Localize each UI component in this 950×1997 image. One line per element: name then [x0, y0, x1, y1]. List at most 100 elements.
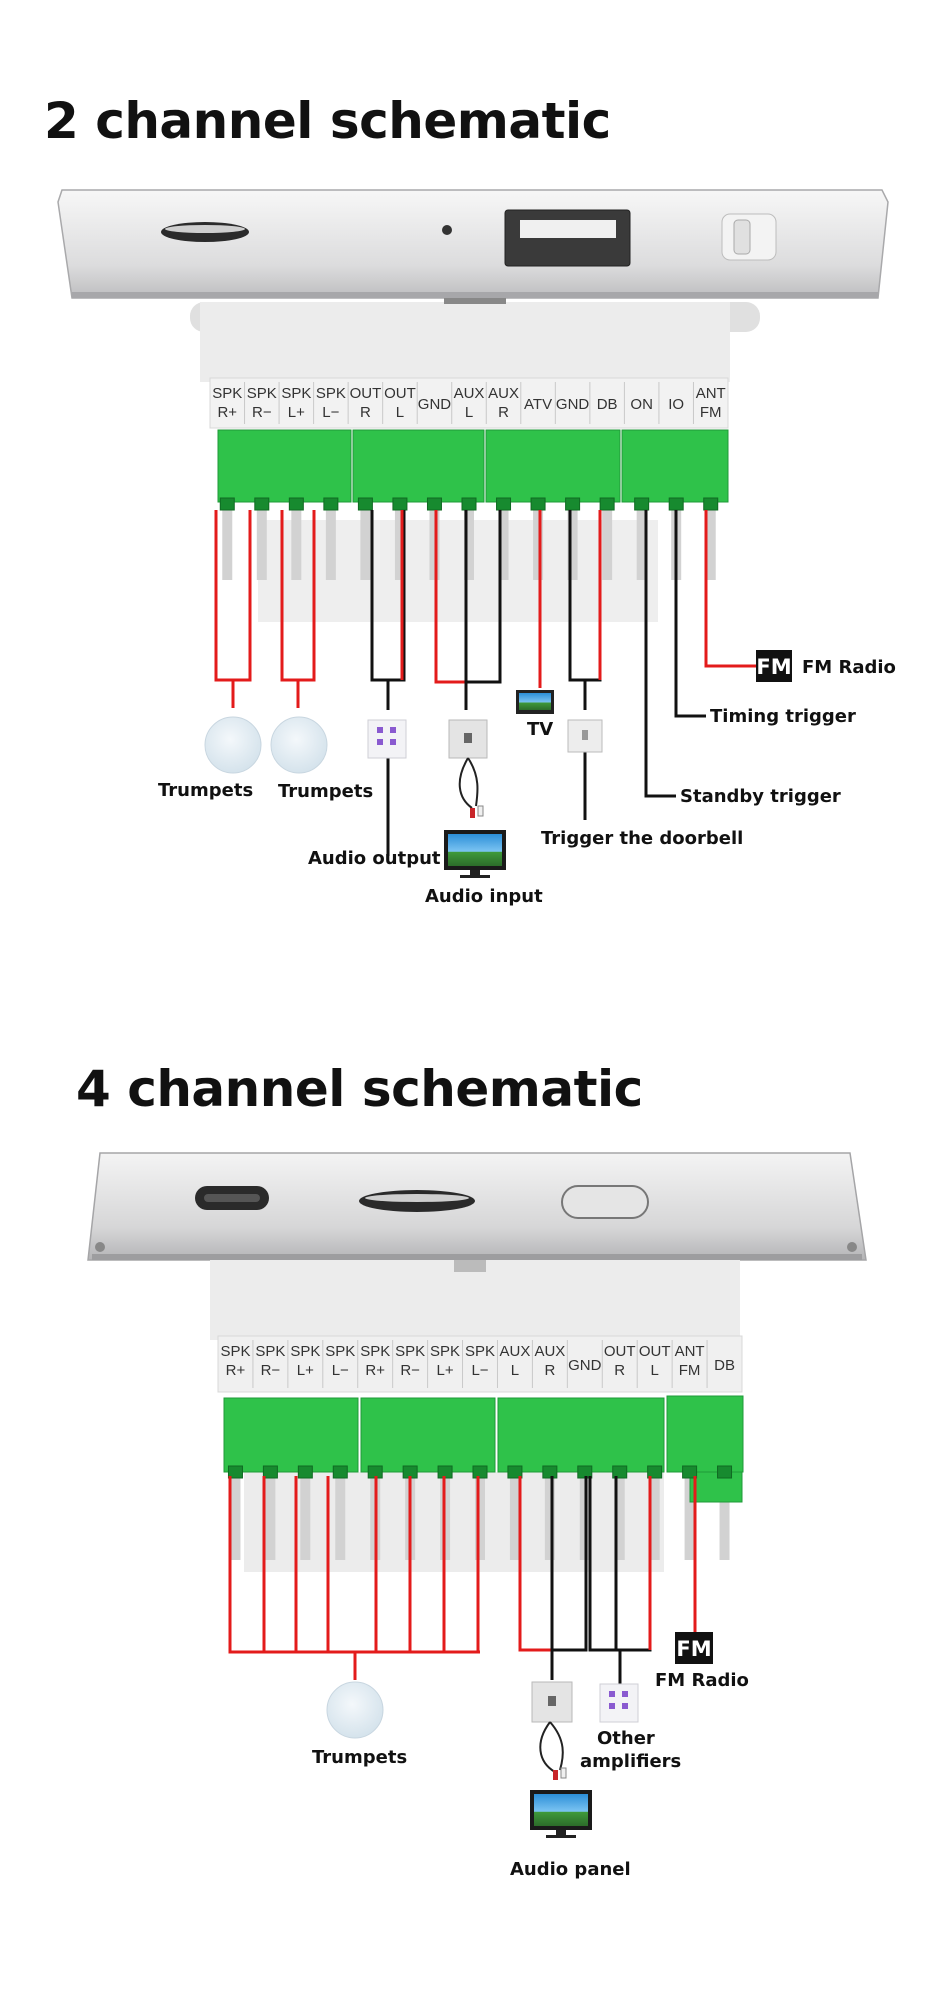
trumpets-2-label: Trumpets	[278, 781, 373, 802]
terminal-screw-hole	[668, 497, 684, 511]
power-button-icon	[561, 1185, 649, 1219]
terminal-label: R+	[365, 1362, 385, 1379]
device-panel-2ch	[57, 189, 889, 382]
terminal-label: GND	[418, 396, 452, 413]
trumpet-speaker-icon	[326, 1681, 384, 1739]
terminal-label: R+	[217, 404, 237, 421]
ir-sensor-icon	[442, 225, 452, 235]
terminal-label: R	[360, 404, 371, 421]
audio-panel-wallplate-icon	[531, 1681, 573, 1780]
terminal-label: R	[544, 1362, 555, 1379]
terminal-screw-hole	[496, 497, 512, 511]
terminal-label-strip-4ch: SPKR+SPKR−SPKL+SPKL−SPKR+SPKR−SPKL+SPKL−…	[217, 1335, 743, 1393]
terminal-label: FM	[700, 404, 722, 421]
terminal-screw-hole	[682, 1465, 698, 1479]
title-4-channel: 4 channel schematic	[76, 1060, 643, 1118]
tv-label: TV	[527, 719, 553, 740]
terminal-label: R−	[252, 404, 272, 421]
other-amplifiers-label-2: amplifiers	[580, 1751, 681, 1772]
terminal-label: AUX	[534, 1343, 565, 1360]
terminal-screw-hole	[647, 1465, 663, 1479]
audio-input-tv-icon	[444, 830, 506, 878]
terminal-screw-hole	[461, 497, 477, 511]
terminal-screw-hole	[357, 497, 373, 511]
audio-output-panel-icon	[367, 719, 407, 759]
terminal-screw-hole	[634, 497, 650, 511]
trumpets-label: Trumpets	[312, 1747, 407, 1768]
terminal-label: GND	[568, 1357, 602, 1374]
doorbell-button-icon	[567, 719, 603, 753]
fm-badge: FM	[675, 1632, 713, 1664]
title-2-channel: 2 channel schematic	[44, 92, 611, 150]
terminal-label: L+	[288, 404, 305, 421]
terminal-screw-hole	[565, 497, 581, 511]
terminal-label: GND	[556, 396, 590, 413]
standby-trigger-label: Standby trigger	[680, 786, 841, 807]
terminal-label: OUT	[604, 1343, 636, 1360]
timing-trigger-label: Timing trigger	[710, 706, 856, 727]
terminal-label: R−	[261, 1362, 281, 1379]
peripherals-4ch: FM	[326, 1632, 713, 1838]
wiring-2ch	[214, 510, 756, 856]
terminal-label: ATV	[524, 396, 552, 413]
terminal-screw-hole	[530, 497, 546, 511]
terminal-label: R	[498, 404, 509, 421]
terminal-label: FM	[679, 1362, 701, 1379]
terminal-screw-hole	[297, 1465, 313, 1479]
wire-speakers	[228, 1476, 480, 1654]
terminal-label: L	[465, 404, 473, 421]
terminal-screw-hole	[323, 497, 339, 511]
terminal-label: SPK	[360, 1343, 390, 1360]
audio-panel-label: Audio panel	[510, 1859, 631, 1880]
terminal-screw-hole	[392, 497, 408, 511]
terminal-label: L−	[322, 404, 339, 421]
device-panel-4ch	[87, 1152, 867, 1340]
terminal-label: SPK	[255, 1343, 285, 1360]
terminal-screw-hole	[227, 1465, 243, 1479]
fm-badge-text: FM	[756, 655, 791, 679]
terminal-screw-hole	[599, 497, 615, 511]
terminal-screw-hole	[262, 1465, 278, 1479]
peripherals-2ch: FM	[204, 650, 792, 878]
terminal-screw-hole	[507, 1465, 523, 1479]
other-amplifiers-panel-icon	[599, 1683, 639, 1723]
audio-input-wallplate-icon	[448, 719, 488, 818]
trumpet-speaker-icon	[270, 716, 328, 774]
terminal-label: L−	[471, 1362, 488, 1379]
terminal-label: L−	[332, 1362, 349, 1379]
terminal-screw-hole	[254, 497, 270, 511]
terminal-label: L+	[297, 1362, 314, 1379]
fm-radio-label: FM Radio	[802, 657, 896, 678]
terminal-label: SPK	[316, 385, 346, 402]
terminal-label: SPK	[395, 1343, 425, 1360]
terminal-label: R−	[400, 1362, 420, 1379]
trumpets-1-label: Trumpets	[158, 780, 253, 801]
terminal-screw-hole	[717, 1465, 733, 1479]
terminal-label: SPK	[212, 385, 242, 402]
terminal-label: SPK	[325, 1343, 355, 1360]
terminal-label: SPK	[281, 385, 311, 402]
terminal-label: SPK	[430, 1343, 460, 1360]
wiring-4ch	[228, 1476, 697, 1684]
terminal-label: ANT	[696, 385, 726, 402]
terminal-label: ANT	[675, 1343, 705, 1360]
terminal-label: DB	[597, 396, 618, 413]
tv-small-icon	[516, 690, 554, 714]
terminal-blocks-2ch	[217, 429, 729, 622]
terminal-label: OUT	[639, 1343, 671, 1360]
terminal-label: IO	[668, 396, 684, 413]
terminal-label: R+	[226, 1362, 246, 1379]
terminal-label: L	[396, 404, 404, 421]
terminal-label: R	[614, 1362, 625, 1379]
terminal-label: L+	[437, 1362, 454, 1379]
terminal-screw-hole	[703, 497, 719, 511]
trigger-doorbell-label: Trigger the doorbell	[541, 828, 743, 849]
audio-output-label: Audio output	[308, 848, 441, 869]
fm-badge: FM	[756, 650, 792, 682]
terminal-label: AUX	[500, 1343, 531, 1360]
fm-badge-text: FM	[676, 1637, 711, 1661]
terminal-label: ON	[630, 396, 653, 413]
terminal-screw-hole	[612, 1465, 628, 1479]
